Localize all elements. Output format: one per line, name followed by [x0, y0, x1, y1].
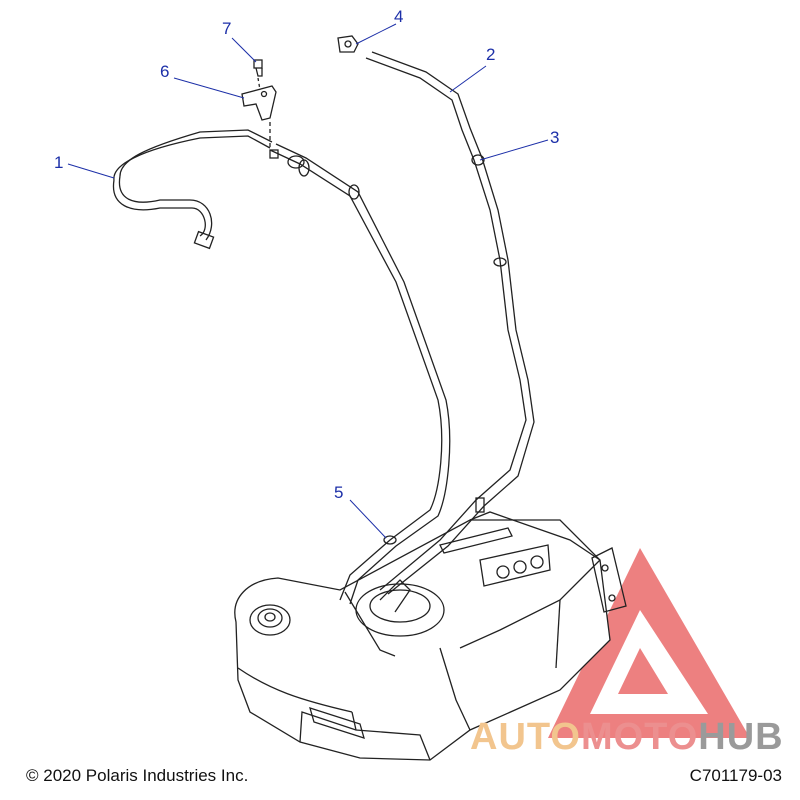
- callout-2: 2: [486, 45, 496, 64]
- callout-6: 6: [160, 62, 170, 81]
- copyright-text: © 2020 Polaris Industries Inc.: [26, 766, 249, 785]
- vent-hose-2: [337, 35, 535, 595]
- leader-1: [67, 163, 115, 179]
- leader-7: [231, 37, 257, 63]
- callout-3: 3: [550, 128, 560, 147]
- diagram-code: C701179-03: [689, 766, 782, 785]
- watermark-hub: HUB: [698, 716, 784, 758]
- callout-7: 7: [222, 19, 232, 38]
- leader-lines: [67, 23, 549, 539]
- fuel-tank: [234, 511, 627, 761]
- watermark-triangle: [548, 548, 750, 738]
- leader-3: [479, 139, 549, 161]
- watermark-moto: MOTO: [580, 716, 699, 758]
- callout-4: 4: [394, 7, 404, 26]
- leader-2: [449, 65, 487, 93]
- leader-4: [355, 23, 397, 45]
- vent-hose-1: [112, 129, 451, 605]
- watermark-auto: AUTO: [470, 716, 581, 758]
- bracket-and-bolt: [241, 59, 277, 150]
- callout-5: 5: [334, 483, 344, 502]
- leader-5: [349, 499, 387, 539]
- callout-1: 1: [54, 153, 64, 172]
- leader-6: [173, 77, 245, 99]
- watermark-logo-text: AUTOMOTOHUB: [470, 718, 784, 756]
